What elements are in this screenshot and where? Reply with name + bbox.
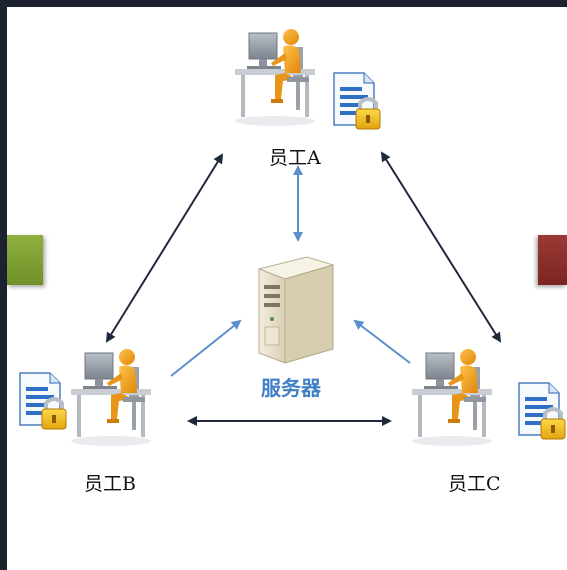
locked-document-icon	[18, 371, 68, 431]
person-at-computer-icon	[411, 348, 493, 447]
employee-a-node	[234, 28, 382, 131]
link-a-b	[105, 153, 224, 343]
green-side-block	[7, 235, 43, 285]
person-at-computer-icon	[70, 348, 152, 447]
employee-b-node	[18, 348, 152, 447]
link-c-server	[353, 319, 411, 364]
employee-a-label: 员工A	[269, 147, 321, 169]
red-side-block	[538, 235, 567, 285]
person-at-computer-icon	[234, 28, 316, 127]
employee-c-label: 员工C	[448, 473, 501, 495]
link-b-server	[170, 319, 242, 377]
network-diagram	[18, 28, 567, 447]
server-tower-icon	[257, 256, 335, 364]
link-a-c	[380, 151, 502, 343]
employee-b-label: 员工B	[84, 473, 136, 495]
locked-document-icon	[517, 381, 567, 441]
locked-document-icon	[332, 71, 382, 131]
employee-c-node	[411, 348, 567, 447]
server-label: 服务器	[261, 376, 321, 400]
diagram-canvas: 员工A 员工B 员工C 服务器	[7, 7, 567, 570]
